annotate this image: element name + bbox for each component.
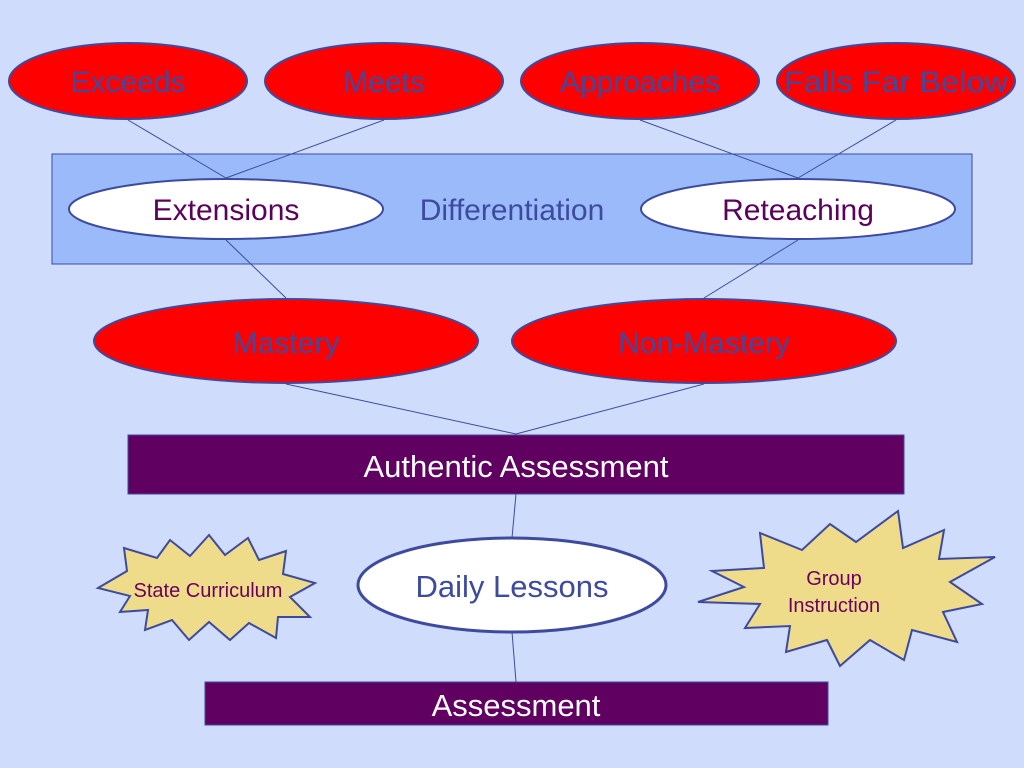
connector-daily-assessment <box>511 631 517 683</box>
connector-reteaching-nonmastery <box>703 239 799 299</box>
level-falls-far-below-label: Falls Far Below <box>784 66 1008 99</box>
level-exceeds-label: Exceeds <box>70 66 185 99</box>
connector-authentic-daily <box>511 493 517 539</box>
authentic-assessment-label: Authentic Assessment <box>364 449 669 484</box>
extensions-oval: Extensions <box>68 178 384 240</box>
connector-lines <box>127 119 897 683</box>
authentic-assessment-bar: Authentic Assessment <box>127 434 905 495</box>
extensions-label: Extensions <box>153 194 300 227</box>
level-exceeds: Exceeds <box>8 42 248 120</box>
connector-nonmastery-authentic <box>515 383 705 435</box>
state-curriculum-burst: State Curriculum <box>95 533 318 642</box>
reteaching-label: Reteaching <box>722 194 874 227</box>
group-instruction-label-line1: Group <box>806 568 862 590</box>
group-instruction-burst: Group Instruction <box>697 509 996 668</box>
reteaching-oval: Reteaching <box>640 178 956 240</box>
connector-meets-extensions <box>225 119 385 179</box>
connector-fallsfarbelow-reteaching <box>797 119 897 179</box>
level-approaches-label: Approaches <box>560 66 720 99</box>
level-falls-far-below: Falls Far Below <box>776 42 1016 120</box>
non-mastery-label: Non-Mastery <box>618 327 790 360</box>
level-approaches: Approaches <box>520 42 760 120</box>
level-meets-label: Meets <box>343 66 425 99</box>
daily-lessons-label: Daily Lessons <box>416 569 609 604</box>
group-instruction-label-line2: Instruction <box>788 595 880 617</box>
mastery-oval: Mastery <box>93 298 479 384</box>
connector-approaches-reteaching <box>639 119 799 179</box>
connector-extensions-mastery <box>225 239 287 299</box>
differentiation-label: Differentiation <box>420 194 605 227</box>
state-curriculum-label: State Curriculum <box>134 580 283 602</box>
non-mastery-oval: Non-Mastery <box>511 298 897 384</box>
daily-lessons-oval: Daily Lessons <box>356 536 668 634</box>
assessment-bar: Assessment <box>204 681 829 726</box>
mastery-label: Mastery <box>233 327 340 360</box>
connector-mastery-authentic <box>285 383 517 435</box>
level-meets: Meets <box>264 42 504 120</box>
connector-exceeds-extensions <box>127 119 227 179</box>
assessment-label: Assessment <box>432 688 601 723</box>
